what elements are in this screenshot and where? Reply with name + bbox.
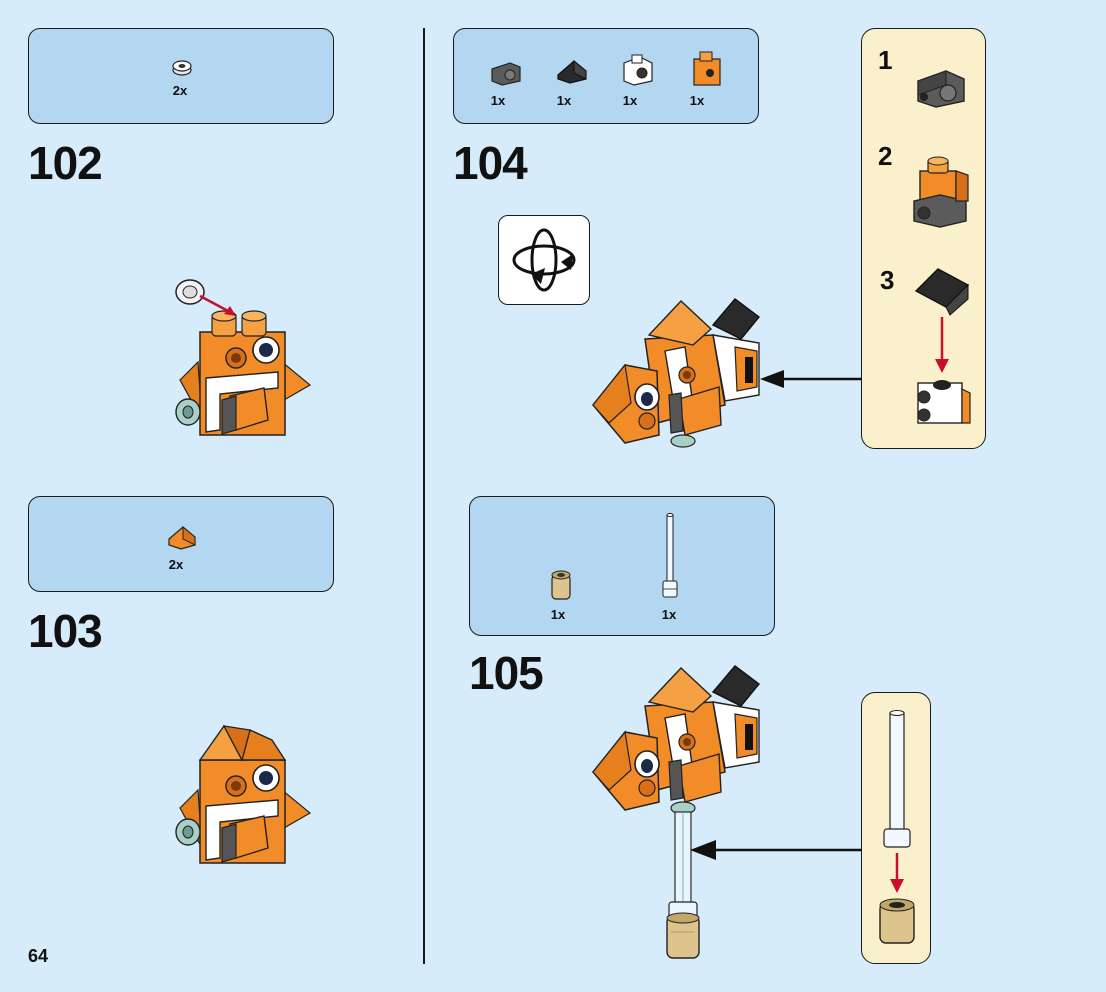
sub-step-number-2: 2 [878, 141, 893, 171]
part-qty: 2x [172, 83, 188, 98]
subassembly-step-105 [861, 692, 931, 964]
part-qty: 1x [490, 93, 506, 108]
part-qty: 2x [168, 557, 184, 572]
slope-orange-icon [168, 525, 196, 550]
part-qty: 1x [689, 93, 705, 108]
subassembly-step-104: 1 2 3 [861, 28, 986, 449]
parts-list-step-105: 1x 1x [469, 496, 775, 636]
rotate-model-indicator [498, 215, 590, 305]
attach-arrow-step-105 [690, 840, 862, 860]
rotate-icon [512, 228, 576, 292]
page-number: 64 [28, 946, 49, 966]
part-qty: 1x [622, 93, 638, 108]
parts-list-step-104: 1x 1x 1x 1x [453, 28, 759, 124]
part-qty: 1x [661, 607, 677, 622]
slope-black-icon [557, 59, 587, 84]
antenna-into-round-brick [879, 710, 915, 944]
step-number-103: 103 [28, 605, 103, 657]
round-plate-white-icon [172, 60, 192, 76]
bracket-white-icon [623, 54, 653, 86]
sub-step-3-model [914, 268, 971, 424]
sub-step-number-3: 3 [880, 265, 895, 295]
fish-model-front-step-102 [175, 279, 312, 436]
antenna-trans-clear-icon [662, 513, 678, 598]
attach-arrow-step-104 [760, 370, 864, 388]
bracket-dark-gray-icon [491, 62, 521, 86]
sub-step-number-1: 1 [878, 45, 893, 75]
part-qty: 1x [550, 607, 566, 622]
step-number-102: 102 [28, 137, 103, 189]
parts-list-step-103: 2x [28, 496, 334, 592]
round-brick-tan-icon [551, 570, 571, 600]
fish-model-side-step-105 [592, 665, 761, 959]
bracket-dark-gray-icon [917, 70, 965, 108]
step-number-105: 105 [469, 647, 544, 699]
parts-list-step-102: 2x [28, 28, 334, 124]
part-qty: 1x [556, 93, 572, 108]
fish-model-front-step-103 [175, 724, 312, 864]
sub-step-2-model [913, 156, 969, 228]
page-divider [423, 28, 425, 964]
step-number-104: 104 [453, 137, 528, 189]
fish-model-side-step-104 [592, 298, 761, 448]
brick-orange-icon [693, 51, 721, 86]
